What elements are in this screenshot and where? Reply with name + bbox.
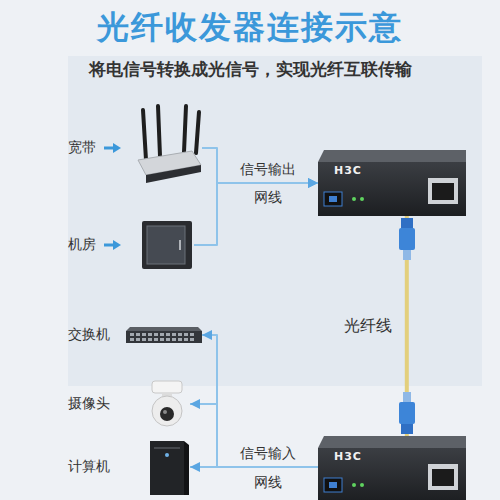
switch-top [126,327,202,331]
cabinet-door [147,226,185,264]
status-led [352,483,356,487]
rj45-socket [432,183,454,200]
power-light [165,453,169,457]
antenna [143,110,146,160]
brand-label: H3C [334,450,466,463]
cable-note: 网线 [254,474,282,492]
device-top [318,436,466,448]
fiber-port [324,478,342,492]
antenna [158,106,160,156]
rj45-port [428,178,458,204]
cabinet-handle [179,240,181,250]
device-label: 宽带 [68,139,96,157]
camera-icon [152,381,182,426]
transceiver-device [318,150,466,216]
router-icon [138,106,201,183]
network-cable [202,148,318,183]
cabinet-body [142,221,192,269]
device-item: 交换机 [62,322,202,348]
fiber-port [324,192,342,206]
plug-boot [403,250,411,260]
transceiver-box: H3C [318,150,466,216]
device-front [318,448,466,500]
hint-arrow-head [113,143,121,153]
connector-label: 光纤线 [341,316,395,337]
switch-icon [126,327,202,343]
connector-label: 信号输入 [237,445,299,463]
status-led [352,197,356,201]
switch-ports [130,333,196,341]
device-item: 宽带 [62,110,202,186]
rj45-socket [432,469,454,486]
camera-dome [152,396,182,426]
transceiver-box: H3C [318,436,466,498]
fiber-plug [399,218,415,260]
brand-label: H3C [334,164,466,177]
plug-ferrule [401,218,413,228]
network-cable [202,335,318,467]
device-label: 交换机 [68,326,110,344]
tower-side [184,441,189,495]
antenna [184,106,186,152]
device-label: 机房 [68,236,96,254]
router-front [146,165,201,183]
subtitle: 将电信号转换成光信号，实现光纤互联传输 [89,58,412,81]
lens-glint [163,410,167,414]
hint-arrow-shaft [104,244,114,247]
device-item: 摄像头 [62,380,190,428]
network-cable [190,404,318,467]
device-label: 计算机 [68,458,110,476]
rj45-port [428,464,458,490]
status-led [360,483,364,487]
fiber-port-core [329,196,337,202]
fiber-port-core [329,482,337,488]
device-front [318,162,466,216]
plug-body [399,402,415,424]
plug-boot [403,392,411,402]
status-led [360,197,364,201]
computer-icon [150,441,189,495]
hint-arrow [104,143,121,153]
plug-ferrule [401,424,413,434]
hint-arrow-shaft [104,147,114,150]
camera-mount [152,381,182,393]
cable-note: 网线 [254,189,282,207]
fiber-plug [399,392,415,434]
connector-label: 信号输出 [237,161,299,179]
plug-body [399,228,415,250]
cabinet-icon [142,221,192,269]
antenna [196,112,199,153]
device-item: 机房 [62,218,194,272]
network-cable [194,183,318,245]
hint-arrow-head [113,240,121,250]
tower-front [150,441,184,495]
network-cable [190,466,318,468]
hint-arrow [104,240,121,250]
transceiver-device [318,436,466,500]
camera-lens [160,407,174,421]
device-top [318,150,466,162]
device-item: 计算机 [62,439,190,495]
diagram-title: 光纤收发器连接示意 [0,6,500,50]
switch-front [126,331,202,343]
background-panel [68,56,482,386]
tower-bay [154,447,180,449]
device-label: 摄像头 [68,395,110,413]
